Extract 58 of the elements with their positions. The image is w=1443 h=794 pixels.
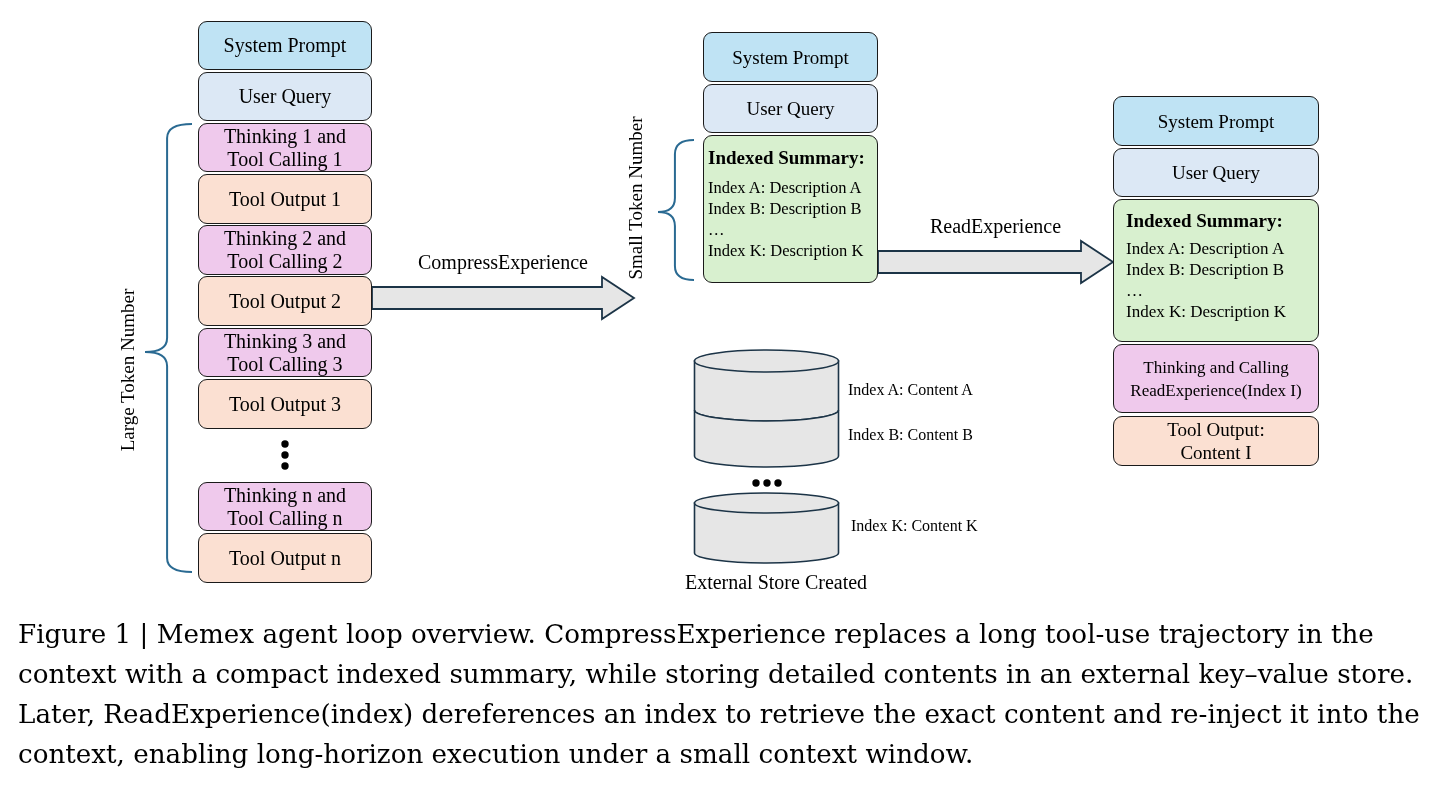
- block-label: Tool Output 3: [229, 392, 341, 416]
- block-label: System Prompt: [732, 45, 849, 69]
- figure-caption: Figure 1 | Memex agent loop overview. CompressExperience replaces a long tool-use trajectory in the context with a compact indexed summary, while storing detailed contents in an external key–value store. Later, ReadExperience(index) dereferences an index to retrieve the exact content and re-inject it into the context, enabling long-horizon execution under a small context window.: [18, 618, 1421, 771]
- store-entry-label: Index B: Content B: [848, 426, 973, 445]
- block-label: User Query: [746, 97, 835, 120]
- context-block: [198, 174, 372, 224]
- block-arrow: [877, 239, 1115, 285]
- context-block: [1113, 96, 1319, 146]
- database-cylinder: [693, 408, 840, 469]
- block-label: Thinking 3 and Tool Calling 3: [222, 329, 348, 376]
- block-label: System Prompt: [1157, 109, 1275, 133]
- context-block: [198, 123, 372, 172]
- block-label: Thinking 2 and Tool Calling 2: [222, 227, 348, 273]
- brace-label: Small Token Number: [625, 116, 647, 280]
- summary-entry: Index A: Description A: [1126, 238, 1285, 259]
- context-block: [198, 225, 372, 275]
- block-label: Tool Output n: [229, 546, 341, 570]
- summary-entry: Index A: Description A: [708, 177, 862, 198]
- context-block: [1113, 416, 1319, 466]
- context-block: [198, 328, 372, 377]
- summary-heading: Indexed Summary:: [1126, 210, 1283, 232]
- summary-entry: Index B: Description B: [1126, 259, 1285, 280]
- block-label: Thinking n and Tool Calling n: [222, 483, 348, 530]
- block-label: User Query: [238, 85, 332, 108]
- context-block: [198, 72, 372, 121]
- edge-label: CompressExperience: [418, 251, 588, 274]
- brace-label: Large Token Number: [117, 288, 139, 452]
- summary-entry: Index K: Description K: [1126, 301, 1287, 322]
- summary-entry: …: [708, 219, 725, 240]
- context-block: [198, 276, 372, 326]
- context-block: [703, 84, 878, 133]
- context-block: [198, 21, 372, 70]
- block-label: Tool Output 2: [229, 289, 341, 313]
- database-cylinder: [693, 348, 840, 423]
- context-block: [198, 482, 372, 531]
- context-block: [198, 533, 372, 583]
- context-block: [1113, 344, 1319, 413]
- store-caption: External Store Created: [684, 570, 868, 594]
- context-block: [1113, 148, 1319, 197]
- summary-entry: …: [1126, 280, 1143, 301]
- summary-panel: [703, 135, 878, 283]
- block-label: Tool Output: Content I: [1166, 418, 1266, 464]
- summary-panel: [1113, 199, 1319, 342]
- block-label: Thinking and Calling ReadExperience(Index I): [1129, 356, 1303, 402]
- summary-entry: Index B: Description B: [708, 198, 862, 219]
- block-label: System Prompt: [223, 34, 347, 57]
- summary-entry: Index K: Description K: [708, 240, 864, 261]
- context-block: [198, 379, 372, 429]
- summary-heading: Indexed Summary:: [708, 147, 865, 169]
- store-entry-label: Index A: Content A: [848, 381, 973, 400]
- database-cylinder: [693, 491, 840, 565]
- edge-label: ReadExperience: [930, 215, 1061, 238]
- block-label: Tool Output 1: [229, 187, 341, 211]
- store-entry-label: Index K: Content K: [851, 517, 978, 536]
- block-arrow: [371, 275, 636, 321]
- block-label: User Query: [1171, 161, 1261, 184]
- context-block: [703, 32, 878, 82]
- block-label: Thinking 1 and Tool Calling 1: [222, 124, 348, 171]
